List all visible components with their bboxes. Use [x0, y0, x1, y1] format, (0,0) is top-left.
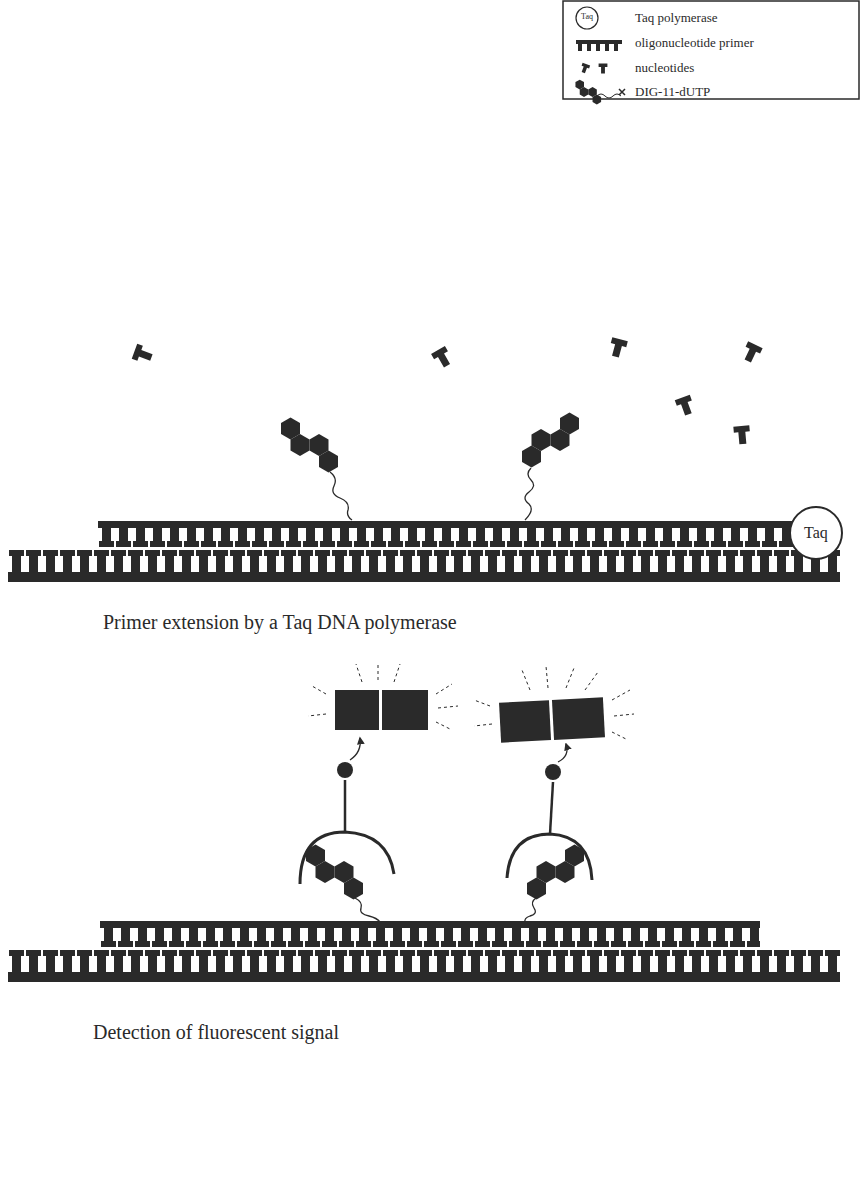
enzyme-circle: Taq — [789, 506, 843, 560]
legend-text: oligonucleotide primer — [635, 35, 754, 51]
legend-text: nucleotides — [635, 60, 694, 76]
legend-text: Taq polymerase — [635, 10, 717, 26]
fluorescent-signal — [308, 662, 634, 743]
legend-text: DIG-11-dUTP — [635, 84, 710, 100]
taq-symbol — [576, 7, 598, 29]
dna-duplex — [8, 921, 840, 982]
dig-label — [281, 413, 579, 521]
symbol-text: Taq — [576, 12, 598, 21]
dig-symbol — [575, 80, 625, 105]
legend-frame — [563, 1, 859, 99]
primer-symbol — [576, 40, 622, 51]
dig-label — [306, 845, 584, 923]
panel-caption: Primer extension by a Taq DNA polymerase — [103, 611, 457, 634]
panel-caption: Detection of fluorescent signal — [93, 1021, 339, 1044]
free-nucleotides — [132, 337, 763, 444]
nucleotide-symbol — [580, 63, 608, 74]
dna-duplex — [8, 521, 840, 582]
node-text: Taq — [804, 524, 828, 542]
